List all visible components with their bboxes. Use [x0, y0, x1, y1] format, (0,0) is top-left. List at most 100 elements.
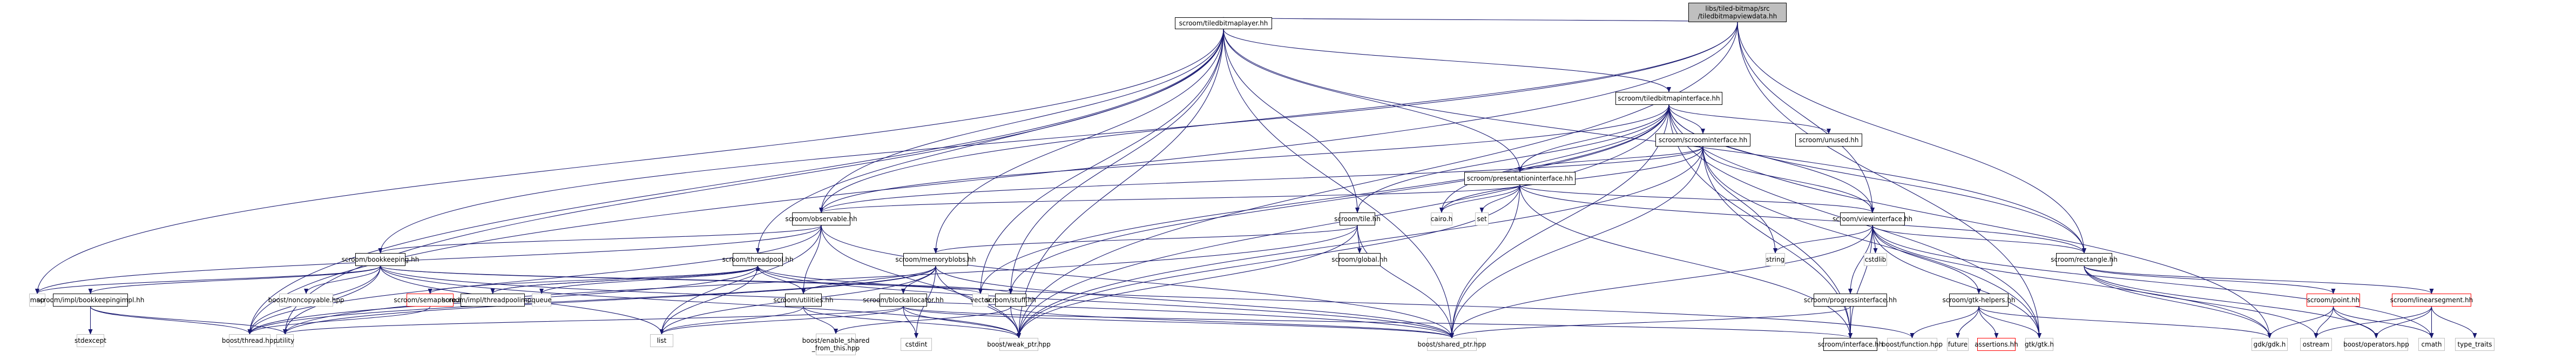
edge-stuff-to-enable_shared: [834, 306, 1011, 334]
edge-scroominterface-to-viewinterface: [1702, 146, 1875, 213]
node-ostream[interactable]: ostream: [2300, 338, 2332, 351]
edge-bookkeeping-to-bookkeepingimpl: [88, 265, 381, 294]
node-assertions[interactable]: assertions.hh: [1975, 338, 2018, 351]
node-threadpoolimpl[interactable]: scroom/impl/threadpoolimpl.hh: [442, 294, 543, 307]
node-cstdlib[interactable]: cstdlib: [1864, 253, 1887, 266]
node-label: scroom/gtk-helpers.hh: [1942, 296, 2016, 304]
node-label: scroom/threadpool.hh: [722, 256, 794, 263]
node-label: ostream: [2302, 341, 2330, 348]
node-cairo[interactable]: cairo.h: [1431, 212, 1452, 225]
node-scroominterface[interactable]: scroom/scroominterface.hh: [1655, 134, 1750, 147]
edge-point-to-gdk: [2267, 306, 2334, 338]
edge-stuff-to-shared_ptr: [1010, 306, 1454, 338]
node-set[interactable]: set: [1475, 212, 1489, 225]
node-interface[interactable]: scroom/interface.hh: [1818, 338, 1883, 351]
node-tiledbitmapinterface[interactable]: scroom/tiledbitmapinterface.hh: [1615, 92, 1722, 105]
node-utility[interactable]: utility: [276, 334, 294, 347]
node-list[interactable]: list: [650, 334, 673, 347]
node-label: scroom/tiledbitmaplayer.hh: [1179, 19, 1268, 27]
edge-tiledbitmaplayer-to-utility: [283, 29, 1224, 335]
node-semaphore[interactable]: scroom/semaphore.hh: [394, 294, 466, 307]
node-bookkeepingimpl[interactable]: scroom/impl/bookkeepingimpl.hh: [37, 294, 144, 307]
edge-threadpoolimpl-to-threadpool: [492, 265, 760, 294]
node-threadpool[interactable]: scroom/threadpool.hh: [722, 253, 793, 266]
node-gtk[interactable]: gtk/gtk.h: [2025, 338, 2054, 351]
node-enable_shared[interactable]: boost/enable_shared _from_this.hpp: [802, 334, 869, 355]
node-utilities[interactable]: scroom/utilities.hh: [774, 294, 833, 307]
node-shared_ptr[interactable]: boost/shared_ptr.hpp: [1418, 338, 1486, 351]
node-cstdint[interactable]: cstdint: [901, 338, 932, 351]
node-thread[interactable]: boost/thread.hpp: [222, 334, 278, 347]
edge-tiledbitmaplayer-to-weak_ptr: [1017, 29, 1224, 338]
edge-viewinterface-to-interface: [1848, 225, 1873, 338]
node-string[interactable]: string: [1766, 253, 1785, 266]
node-bookkeeping[interactable]: scroom/bookkeeping.hh: [342, 253, 419, 266]
node-progressinterface[interactable]: scroom/progressinterface.hh: [1804, 294, 1897, 307]
node-future[interactable]: future: [1947, 338, 1969, 351]
node-label: queue: [531, 296, 552, 304]
edge-root-to-weak_ptr: [1017, 22, 1738, 338]
node-gdk[interactable]: gdk/gdk.h: [2252, 338, 2288, 351]
node-weak_ptr[interactable]: boost/weak_ptr.hpp: [987, 338, 1051, 351]
edge-linearsegment-to-ostream: [2314, 306, 2432, 338]
edge-point-to-operators: [2332, 306, 2378, 338]
node-linearsegment[interactable]: scroom/linearsegment.hh: [2390, 294, 2473, 307]
edge-rectangle-to-linearsegment: [2084, 265, 2434, 294]
node-stdexcept[interactable]: stdexcept: [75, 334, 106, 347]
node-tile[interactable]: scroom/tile.hh: [1334, 212, 1381, 225]
edge-bookkeeping-to-stuff: [380, 265, 1013, 294]
node-label: cstdint: [905, 341, 928, 348]
node-observable[interactable]: scroom/observable.hh: [785, 212, 857, 225]
node-label: cstdlib: [1864, 256, 1887, 263]
node-label: scroom/global.hh: [1331, 256, 1388, 263]
edge-viewinterface-to-gdk: [1872, 225, 2272, 338]
node-map[interactable]: map: [29, 294, 45, 307]
edge-blockallocator-to-cstdint: [903, 306, 918, 338]
node-function[interactable]: boost/function.hpp: [1882, 338, 1943, 351]
edge-tiledbitmapinterface-to-scroominterface: [1668, 104, 1705, 134]
node-vector[interactable]: vector: [970, 294, 991, 307]
edge-rectangle-to-point: [2084, 265, 2336, 294]
node-operators[interactable]: boost/operators.hpp: [2343, 338, 2409, 351]
node-stuff[interactable]: scroom/stuff.hh: [985, 294, 1036, 307]
node-label: vector: [970, 296, 991, 304]
edge-tile-to-shared_ptr: [1357, 225, 1454, 338]
edge-blockallocator-to-utility: [283, 306, 904, 335]
node-presentationinterface[interactable]: scroom/presentationinterface.hh: [1464, 172, 1576, 185]
edge-viewinterface-to-shared_ptr: [1450, 225, 1873, 338]
node-label: gdk/gdk.h: [2253, 341, 2286, 348]
node-queue[interactable]: queue: [531, 294, 552, 307]
edge-linearsegment-to-type_traits: [2431, 306, 2477, 338]
node-label: scroom/interface.hh: [1817, 341, 1883, 348]
edge-gtkhelpers-to-gdk: [1978, 306, 2272, 338]
edge-tiledbitmaplayer-to-stuff: [1009, 29, 1224, 294]
edge-memoryblobs-to-utility: [283, 265, 936, 335]
edge-tiledbitmapinterface-to-observable: [819, 104, 1669, 213]
node-label: scroom/presentationinterface.hh: [1466, 175, 1573, 182]
node-memoryblobs[interactable]: scroom/memoryblobs.hh: [895, 253, 976, 266]
edge-presentationinterface-to-shared_ptr: [1450, 184, 1520, 338]
edge-root-to-observable: [819, 22, 1738, 213]
node-global[interactable]: scroom/global.hh: [1331, 253, 1388, 266]
node-label: scroom/memoryblobs.hh: [895, 256, 976, 263]
edge-presentationinterface-to-rectangle: [1519, 184, 2086, 254]
edge-presentationinterface-to-cairo: [1439, 184, 1520, 213]
edge-scroominterface-to-gtk: [1702, 146, 2041, 338]
node-cmath[interactable]: cmath: [2418, 338, 2445, 351]
node-viewinterface[interactable]: scroom/viewinterface.hh: [1833, 212, 1912, 225]
node-blockallocator[interactable]: scroom/blockallocator.hh: [863, 294, 944, 307]
node-unused[interactable]: scroom/unused.hh: [1795, 134, 1862, 147]
edge-tiledbitmaplayer-to-thread: [247, 29, 1224, 335]
node-point[interactable]: scroom/point.hh: [2307, 294, 2360, 307]
node-type_traits[interactable]: type_traits: [2455, 338, 2494, 351]
edge-gtkhelpers-to-assertions: [1978, 306, 1999, 338]
node-label: libs/tiled-bitmap/src /tiledbitmapviewda…: [1698, 5, 1777, 20]
node-gtkhelpers[interactable]: scroom/gtk-helpers.hh: [1942, 294, 2016, 307]
node-root[interactable]: libs/tiled-bitmap/src /tiledbitmapviewda…: [1688, 3, 1787, 22]
node-tiledbitmaplayer[interactable]: scroom/tiledbitmaplayer.hh: [1175, 17, 1272, 29]
node-rectangle[interactable]: scroom/rectangle.hh: [2051, 253, 2118, 266]
node-noncopyable[interactable]: boost/noncopyable.hpp: [268, 294, 344, 307]
node-label: boost/shared_ptr.hpp: [1417, 341, 1486, 348]
edge-root-to-gtk: [1737, 22, 2041, 338]
